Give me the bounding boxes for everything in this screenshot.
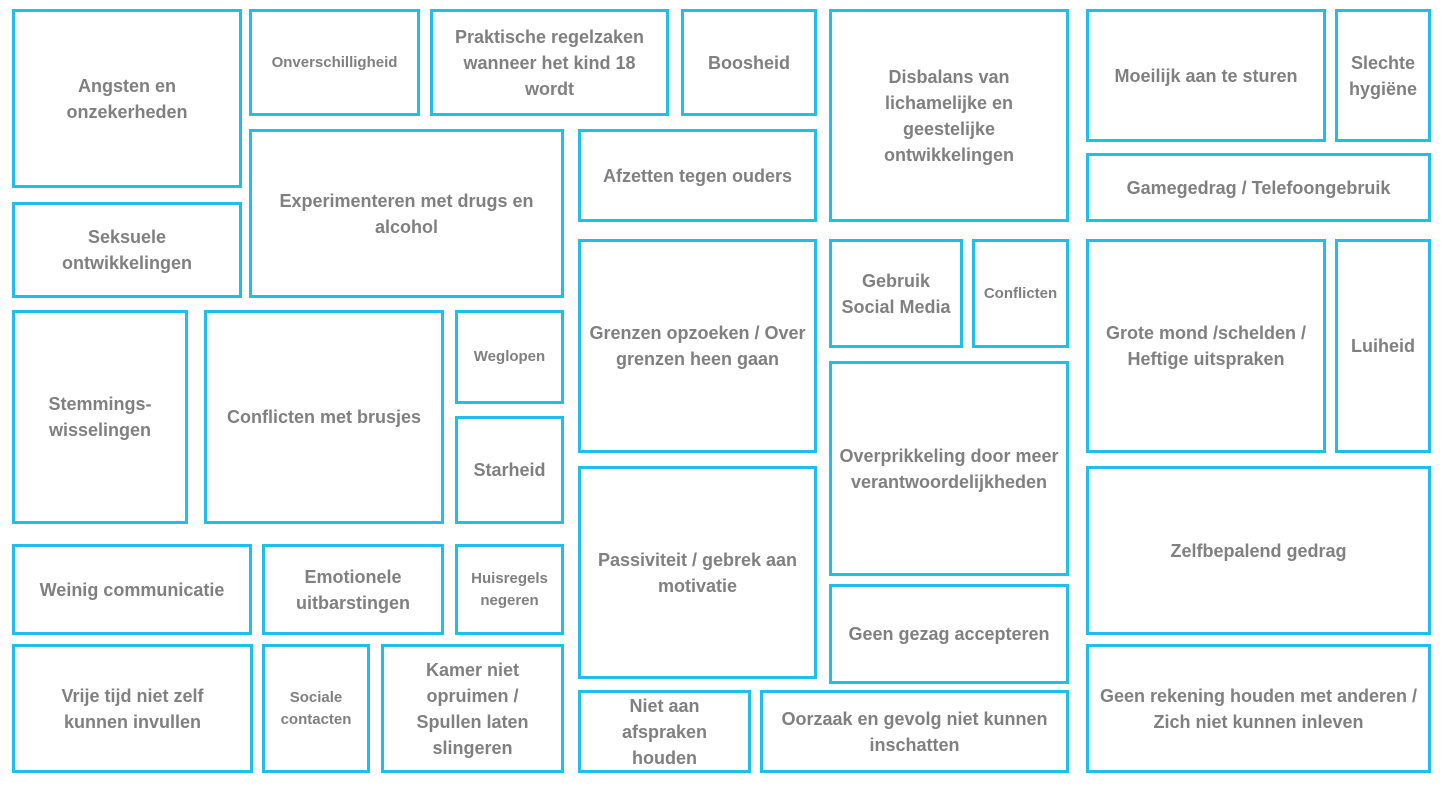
tile-seksuele-ontwikkelingen[interactable]: Seksuele ontwikkelingen: [12, 202, 242, 298]
tile-gebruik-social-media[interactable]: Gebruik Social Media: [829, 239, 963, 348]
tile-disbalans[interactable]: Disbalans van lichamelijke en geestelijk…: [829, 9, 1069, 222]
tile-luiheid[interactable]: Luiheid: [1335, 239, 1431, 453]
tile-label: Luiheid: [1351, 336, 1415, 356]
tile-boosheid[interactable]: Boosheid: [681, 9, 817, 116]
tile-label: Angsten en onzekerheden: [66, 75, 188, 122]
tile-label: Zelfbepalend gedrag: [1170, 540, 1347, 561]
tile-label: Vrije tijd niet zelf kunnen invullen: [61, 685, 204, 732]
tile-label: Disbalans van lichamelijke en geestelijk…: [883, 66, 1015, 165]
tile-label: Emotionele uitbarstingen: [295, 566, 410, 613]
tile-label: Conflicten met brusjes: [226, 407, 422, 427]
tile-label: Stemmings-wisselingen: [48, 394, 152, 440]
tile-moeilijk-aan-te-sturen[interactable]: Moeilijk aan te sturen: [1086, 9, 1326, 142]
tile-label: Grenzen opzoeken / Over grenzen heen gaa…: [589, 323, 806, 369]
tile-label: Seksuele ontwikkelingen: [61, 227, 193, 273]
tile-label: Niet aan afspraken houden: [621, 695, 708, 768]
tile-gamegedrag-telefoongebruik[interactable]: Gamegedrag / Telefoongebruik: [1086, 153, 1431, 222]
tile-weglopen[interactable]: Weglopen: [455, 310, 564, 404]
tile-onverschilligheid[interactable]: Onverschilligheid: [249, 9, 420, 116]
tile-vrije-tijd[interactable]: Vrije tijd niet zelf kunnen invullen: [12, 644, 253, 773]
tile-label: Afzetten tegen ouders: [602, 165, 793, 186]
tile-geen-rekening-houden[interactable]: Geen rekening houden met anderen / Zich …: [1086, 644, 1431, 773]
tile-emotionele-uitbarstingen[interactable]: Emotionele uitbarstingen: [262, 544, 444, 635]
tile-label: Geen rekening houden met anderen / Zich …: [1099, 685, 1418, 732]
tile-afzetten-tegen-ouders[interactable]: Afzetten tegen ouders: [578, 129, 817, 222]
tile-huisregels-negeren[interactable]: Huisregels negeren: [455, 544, 564, 635]
tile-passiviteit[interactable]: Passiviteit / gebrek aan motivatie: [578, 466, 817, 679]
tile-experimenteren-drugs-alcohol[interactable]: Experimenteren met drugs en alcohol: [249, 129, 564, 298]
tile-stemmingswisselingen[interactable]: Stemmings-wisselingen: [12, 310, 188, 524]
tile-label: Praktische regelzaken wanneer het kind 1…: [454, 26, 645, 99]
tile-praktische-regelzaken[interactable]: Praktische regelzaken wanneer het kind 1…: [430, 9, 669, 116]
tile-label: Gamegedrag / Telefoongebruik: [1126, 177, 1391, 198]
tile-starheid[interactable]: Starheid: [455, 416, 564, 524]
tile-label: Grote mond /schelden / Heftige uitsprake…: [1105, 323, 1307, 369]
tile-label: Geen gezag accepteren: [848, 624, 1050, 644]
tile-label: Starheid: [473, 460, 546, 480]
tile-overprikkeling[interactable]: Overprikkeling door meer verantwoordelij…: [829, 361, 1069, 576]
tile-label: Slechte hygiëne: [1348, 52, 1418, 99]
tile-label: Moeilijk aan te sturen: [1114, 65, 1298, 86]
tile-geen-gezag-accepteren[interactable]: Geen gezag accepteren: [829, 584, 1069, 684]
tile-label: Experimenteren met drugs en alcohol: [279, 190, 534, 237]
tile-weinig-communicatie[interactable]: Weinig communicatie: [12, 544, 252, 635]
tile-label: Kamer niet opruimen / Spullen laten slin…: [416, 659, 529, 758]
tile-oorzaak-en-gevolg[interactable]: Oorzaak en gevolg niet kunnen inschatten: [760, 690, 1069, 773]
tile-niet-aan-afspraken-houden[interactable]: Niet aan afspraken houden: [578, 690, 751, 773]
tile-label: Boosheid: [707, 52, 790, 73]
tile-label: Huisregels negeren: [471, 569, 548, 609]
tile-label: Conflicten: [983, 284, 1058, 302]
tile-grenzen-opzoeken[interactable]: Grenzen opzoeken / Over grenzen heen gaa…: [578, 239, 817, 453]
tile-label: Weglopen: [473, 348, 546, 365]
tile-label: Sociale contacten: [280, 688, 352, 728]
tile-label: Weinig communicatie: [39, 579, 225, 600]
tile-conflicten-met-brusjes[interactable]: Conflicten met brusjes: [204, 310, 444, 524]
tile-label: Passiviteit / gebrek aan motivatie: [597, 549, 798, 596]
tile-slechte-hygiene[interactable]: Slechte hygiëne: [1335, 9, 1431, 142]
tile-zelfbepalend-gedrag[interactable]: Zelfbepalend gedrag: [1086, 466, 1431, 635]
tile-conflicten[interactable]: Conflicten: [972, 239, 1069, 348]
tile-angsten-en-onzekerheden[interactable]: Angsten en onzekerheden: [12, 9, 242, 188]
tile-kamer-niet-opruimen[interactable]: Kamer niet opruimen / Spullen laten slin…: [381, 644, 564, 773]
tile-label: Gebruik Social Media: [841, 270, 951, 317]
tile-label: Overprikkeling door meer verantwoordelij…: [839, 445, 1059, 492]
tile-label: Onverschilligheid: [271, 53, 398, 71]
tile-grote-mond-schelden[interactable]: Grote mond /schelden / Heftige uitsprake…: [1086, 239, 1326, 453]
tile-sociale-contacten[interactable]: Sociale contacten: [262, 644, 370, 773]
tile-label: Oorzaak en gevolg niet kunnen inschatten: [781, 708, 1048, 755]
